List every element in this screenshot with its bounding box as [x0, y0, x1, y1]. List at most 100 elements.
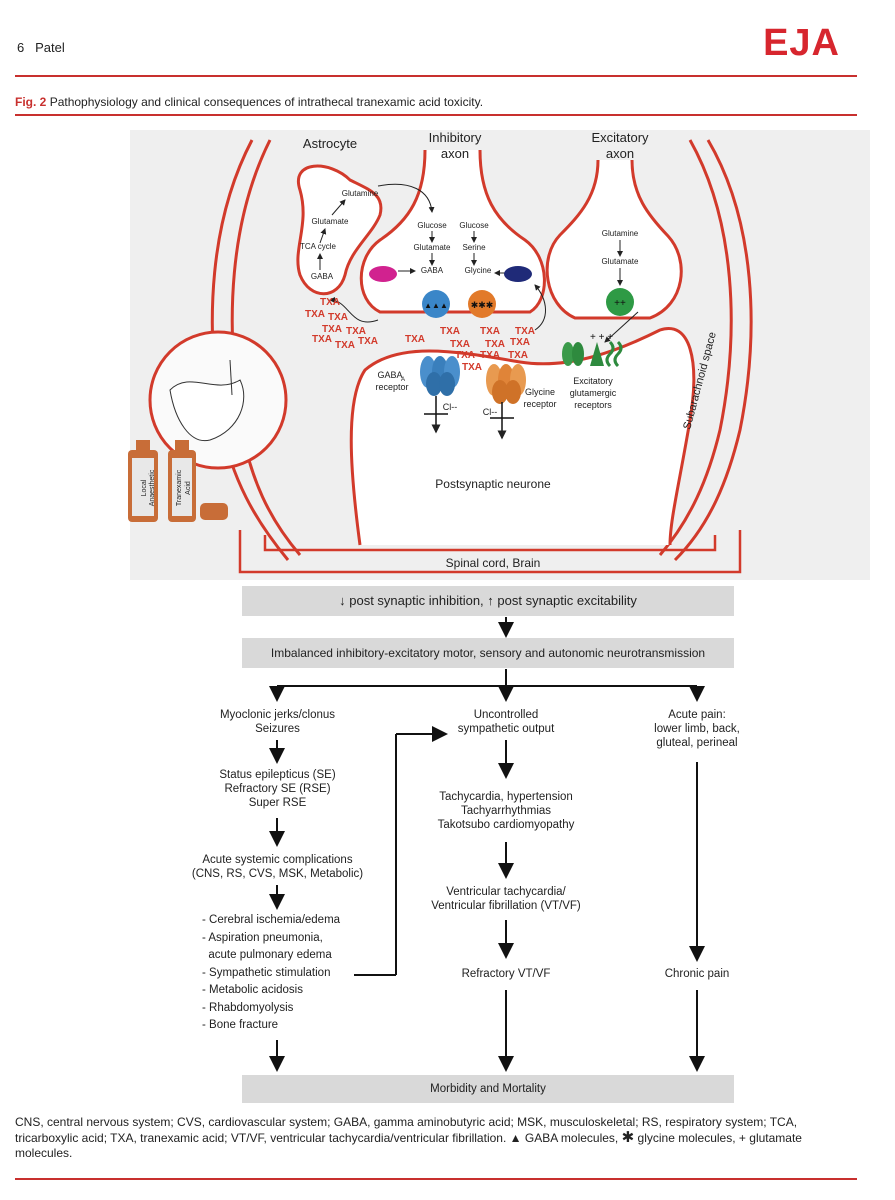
svg-text:TXA: TXA [440, 326, 460, 337]
svg-text:+ + +: + + + [590, 332, 613, 343]
svg-text:TXA: TXA [455, 350, 475, 361]
glycine-molecule-icon: ✱ [621, 1129, 635, 1146]
left-list-item: - Metabolic acidosis [202, 984, 303, 996]
excitatory-axon-terminal [545, 159, 683, 320]
mid-step-3-line-2: Ventricular fibrillation (VT/VF) [431, 900, 581, 912]
header-rule [15, 75, 857, 77]
svg-text:TXA: TXA [515, 326, 535, 337]
inhib-glucose-1: Glucose [417, 221, 447, 230]
gaba-receptor-label-2: receptor [375, 382, 408, 392]
gaba-receptor-label-1: GABA [377, 370, 402, 380]
gaba-molecule-icon: ▲ [509, 1131, 522, 1145]
inhibitory-axon-label-2: axon [441, 146, 469, 161]
figure-footnote: CNS, central nervous system; CVS, cardio… [15, 1115, 860, 1161]
svg-text:Cl--: Cl-- [443, 402, 458, 412]
left-list-item: - Rhabdomyolysis [202, 1001, 294, 1014]
glutamate-legend: glutamate molecules. [15, 1131, 802, 1160]
inhib-glycine: Glycine [465, 266, 492, 275]
svg-text:Excitatory: Excitatory [573, 376, 613, 386]
svg-text:▲▲▲: ▲▲▲ [424, 301, 448, 310]
svg-text:TXA: TXA [320, 297, 340, 308]
vial-cap [200, 503, 228, 520]
svg-text:Anaesthetic: Anaesthetic [149, 469, 156, 506]
left-list-item: - Aspiration pneumonia, [202, 931, 323, 944]
mid-step-4: Refractory VT/VF [461, 968, 551, 980]
left-step-2-line-2: Refractory SE (RSE) [224, 783, 331, 795]
mid-step-2-line-2: Tachyarrhythmias [460, 805, 552, 817]
astrocyte-label: Astrocyte [303, 136, 357, 151]
astro-tca: TCA cycle [300, 242, 337, 251]
excit-glutamine: Glutamine [602, 229, 639, 238]
left-step-1-line-2: Seizures [255, 723, 300, 735]
svg-text:++: ++ [614, 298, 626, 309]
astrocyte-cell [296, 164, 383, 296]
left-list-item: - Cerebral ischemia/edema [202, 914, 341, 926]
mid-step-3-line-1: Ventricular tachycardia/ [446, 886, 566, 898]
svg-text:glutamergic: glutamergic [570, 388, 617, 398]
excitatory-axon-label-1: Excitatory [591, 130, 649, 145]
flowchart-arrows [269, 617, 705, 1072]
tranexamic-acid-vial [168, 440, 196, 522]
svg-text:TXA: TXA [312, 334, 332, 345]
excitatory-axon-label-2: axon [606, 146, 634, 161]
flow-box-3: Morbidity and Mortality [242, 1075, 734, 1103]
mid-step-1-line-2: sympathetic output [457, 723, 555, 735]
spinal-cord-label: Spinal cord, Brain [446, 556, 541, 570]
left-step-3-line-1: Acute systemic complications [202, 854, 353, 866]
pathophysiology-diagram: Astrocyte Inhibitory axon Excitatory axo… [128, 130, 870, 580]
figure-caption: Fig. 2 Pathophysiology and clinical cons… [15, 95, 483, 109]
figure-caption-text: Pathophysiology and clinical consequence… [49, 95, 484, 109]
svg-text:A: A [401, 377, 405, 383]
svg-text:TXA: TXA [510, 337, 530, 348]
svg-text:TXA: TXA [305, 309, 325, 320]
svg-text:TXA: TXA [335, 340, 355, 351]
caption-rule [15, 114, 857, 116]
excitatory-receptors [562, 340, 623, 368]
page-header: 6 Patel [17, 40, 65, 55]
journal-logo: EJA [763, 22, 840, 64]
astro-gaba: GABA [311, 272, 334, 281]
inhibitory-axon-label-1: Inhibitory [429, 130, 482, 145]
right-step-2: Chronic pain [664, 968, 730, 980]
left-step-1-line-1: Myoclonic jerks/clonus [219, 709, 336, 721]
svg-text:Tranexamic: Tranexamic [176, 469, 183, 506]
inhib-glutamate: Glutamate [414, 243, 451, 252]
flow-box-1: ↓ post synaptic inhibition, ↑ post synap… [242, 586, 734, 616]
left-step-2-line-3: Super RSE [248, 797, 307, 809]
svg-text:TXA: TXA [508, 350, 528, 361]
svg-text:TXA: TXA [346, 326, 366, 337]
inhib-glucose-2: Glucose [459, 221, 489, 230]
gaba-receptor [420, 356, 460, 396]
svg-text:TXA: TXA [480, 326, 500, 337]
svg-text:receptors: receptors [574, 400, 612, 410]
page-number: 6 [17, 40, 25, 55]
right-step-1-line-1: Acute pain: [668, 709, 726, 721]
mid-step-1-line-1: Uncontrolled [473, 709, 539, 721]
svg-text:Acid: Acid [185, 481, 192, 495]
glycine-receptor-label-1: Glycine [525, 387, 555, 397]
footnote-text: CNS, central nervous system; CVS, cardio… [15, 1115, 798, 1145]
svg-text:TXA: TXA [485, 339, 505, 350]
meninges-right-outer [658, 139, 733, 556]
glycine-vesicle [468, 290, 496, 318]
local-anaesthetic-vial [128, 440, 158, 522]
svg-text:✱✱✱: ✱✱✱ [471, 300, 494, 310]
right-step-1-line-2: lower limb, back, [654, 723, 740, 735]
flow-box-2: Imbalanced inhibitory-excitatory motor, … [242, 638, 734, 668]
glycine-legend: glycine molecules, [637, 1131, 736, 1145]
glycine-receptor-label-2: receptor [523, 399, 556, 409]
left-step-2-line-1: Status epilepticus (SE) [219, 769, 336, 781]
svg-text:Local: Local [141, 479, 148, 496]
svg-text:TXA: TXA [328, 312, 348, 323]
mid-step-2-line-1: Tachycardia, hypertension [439, 791, 573, 803]
mid-step-2-line-3: Takotsubo cardiomyopathy [437, 819, 575, 831]
excit-glutamate: Glutamate [602, 257, 639, 266]
gaba-vesicle [422, 290, 450, 318]
left-step-3-line-2: (CNS, RS, CVS, MSK, Metabolic) [191, 868, 364, 880]
svg-text:TXA: TXA [450, 339, 470, 350]
footer-rule [15, 1178, 857, 1180]
right-step-1-line-3: gluteal, perineal [656, 737, 738, 749]
svg-text:TXA: TXA [405, 334, 425, 345]
figure-label: Fig. 2 [15, 95, 47, 109]
glycine-receptor [486, 364, 526, 404]
